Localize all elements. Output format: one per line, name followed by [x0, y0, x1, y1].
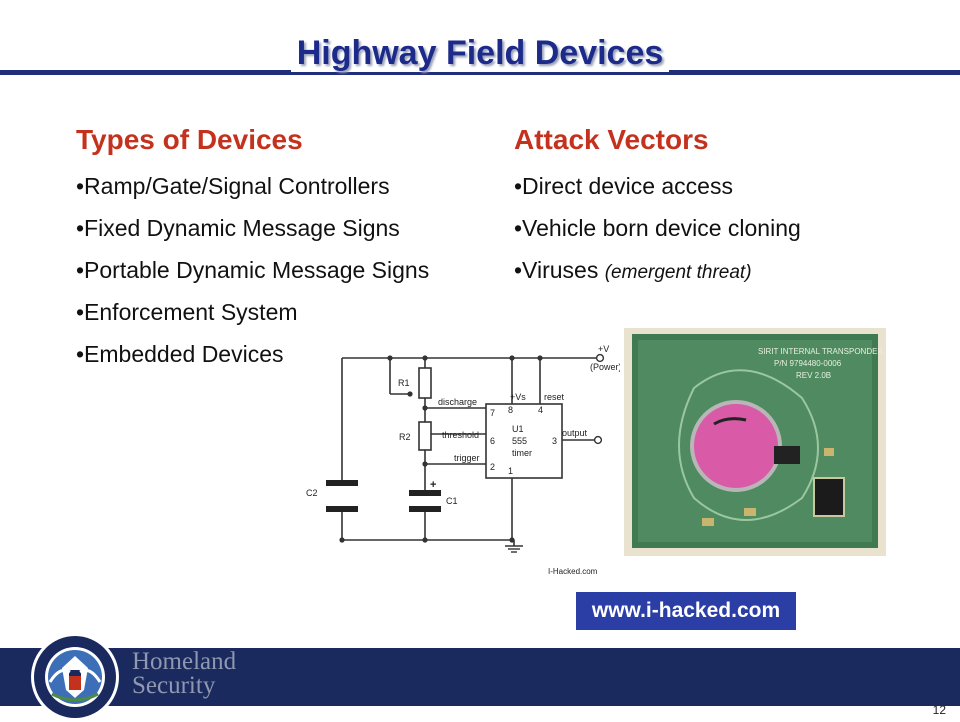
- resistor-r1: [418, 367, 432, 399]
- capacitor-c2: [326, 480, 358, 512]
- supply-terminal: [595, 353, 605, 363]
- pin-label: 3: [552, 436, 557, 446]
- c2-label: C2: [306, 488, 318, 498]
- timer-chip: [485, 403, 563, 479]
- threshold-label: threshold: [442, 430, 479, 440]
- homeland-security-wordmark: Homeland Security: [132, 648, 237, 699]
- pin-label: 2: [490, 462, 495, 472]
- right-bullet-list: •Direct device access •Vehicle born devi…: [514, 172, 914, 301]
- left-bullet-list: •Ramp/Gate/Signal Controllers •Fixed Dyn…: [76, 172, 456, 382]
- list-item-text: •Viruses: [514, 257, 605, 283]
- circuit-diagram: +V (Power) R1 R2 C2 C1 + discharge thres…: [306, 344, 620, 576]
- pcb-label-line3: REV 2.0B: [796, 371, 831, 380]
- pin-label: 7: [490, 408, 495, 418]
- footer-strip: [0, 706, 960, 720]
- source-link[interactable]: www.i-hacked.com: [576, 592, 796, 630]
- pin-label: 8: [508, 405, 513, 415]
- chip-label-555: 555: [512, 436, 527, 446]
- list-item: •Viruses (emergent threat): [514, 256, 914, 287]
- c1-label: C1: [446, 496, 458, 506]
- output-label: output: [562, 428, 588, 438]
- list-item: •Enforcement System: [76, 299, 298, 325]
- discharge-label: discharge: [438, 397, 477, 407]
- list-item: •Ramp/Gate/Signal Controllers: [76, 173, 390, 199]
- footer-bar: [0, 648, 960, 706]
- resistor-r2: [418, 421, 432, 451]
- list-item: •Embedded Devices: [76, 341, 284, 367]
- battery-cell: [690, 400, 782, 492]
- list-item-note: (emergent threat): [604, 262, 752, 283]
- list-item: •Fixed Dynamic Message Signs: [76, 215, 400, 241]
- output-terminal: [593, 435, 603, 445]
- circuit-credit: I-Hacked.com: [548, 567, 598, 576]
- vs-label: +Vs: [510, 392, 526, 402]
- chip-label-u1: U1: [512, 424, 524, 434]
- chip-label-timer: timer: [512, 448, 532, 458]
- pin-label: 1: [508, 466, 513, 476]
- brand-line-2: Security: [132, 672, 216, 699]
- pcb-label-line2: P/N 9794480-0006: [774, 359, 842, 368]
- slide-title: Highway Field Devices: [0, 34, 960, 73]
- list-item: •Vehicle born device cloning: [514, 215, 801, 241]
- list-item: •Portable Dynamic Message Signs: [76, 257, 430, 283]
- r2-label: R2: [399, 432, 411, 442]
- transponder-board-photo: SIRIT INTERNAL TRANSPONDER P/N 9794480-0…: [624, 328, 886, 556]
- left-column-heading: Types of Devices: [76, 124, 303, 155]
- pin-label: 4: [538, 405, 543, 415]
- pcb-label-line1: SIRIT INTERNAL TRANSPONDER: [758, 347, 883, 356]
- capacitor-c1: [409, 490, 441, 512]
- pin-label: 6: [490, 436, 495, 446]
- r1-label: R1: [398, 378, 410, 388]
- plus-label: +: [430, 479, 436, 491]
- power-label: (Power): [590, 362, 620, 372]
- list-item: •Direct device access: [514, 173, 733, 199]
- ground-symbol: [505, 545, 523, 553]
- right-column-heading: Attack Vectors: [514, 124, 709, 155]
- trigger-label: trigger: [454, 453, 480, 463]
- brand-line-1: Homeland: [132, 648, 237, 675]
- page-number: 12: [932, 703, 946, 717]
- dhs-seal-icon: [31, 633, 119, 721]
- title-underline: [0, 70, 960, 75]
- supply-label: +V: [598, 344, 609, 354]
- reset-label: reset: [544, 392, 565, 402]
- circuit-junctions: [339, 355, 543, 543]
